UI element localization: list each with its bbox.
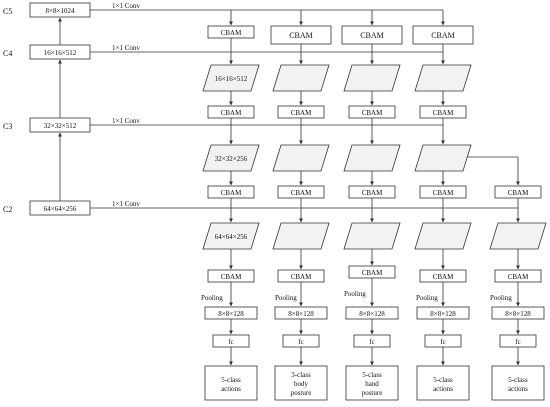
b4-cbam-2-label: CBAM — [433, 109, 454, 117]
b4-output-line-2: actions — [433, 385, 453, 393]
b1-output-line-2: actions — [221, 385, 241, 393]
b5-output-line-1: 5-class — [508, 376, 528, 384]
b1-cbam-1-label: CBAM — [221, 29, 242, 37]
backbone-shape-c2: 64×64×256 — [44, 205, 77, 213]
b1-feature-32-label: 32×32×256 — [215, 155, 248, 163]
b3-cbam-3-label: CBAM — [362, 189, 383, 197]
b2-fc-label: fc — [298, 338, 303, 346]
b1-output-box — [204, 365, 258, 401]
backbone-shape-c5: 8×8×1024 — [46, 7, 75, 15]
b1-cbam-4-label: CBAM — [221, 273, 242, 281]
b2-feature-2 — [272, 144, 330, 172]
conv-label-c3: 1×1 Conv — [112, 117, 140, 125]
b4-pooling-label: Pooling — [416, 294, 438, 302]
b2-pooling-label: Pooling — [275, 294, 297, 302]
b1-pooled-label: 8×8×128 — [218, 310, 244, 318]
b1-fc-label: fc — [228, 338, 233, 346]
b3-feature-1 — [343, 64, 401, 92]
b5-fc-label: fc — [515, 338, 520, 346]
b1-cbam-3-label: CBAM — [221, 189, 242, 197]
b1-pooling-label: Pooling — [201, 294, 223, 302]
b1-feature-32 — [202, 144, 260, 172]
b2-output-line-1: 3-class — [291, 371, 311, 379]
b4-fc-label: fc — [440, 338, 445, 346]
conv-label-c2: 1×1 Conv — [112, 200, 140, 208]
b3-pooled-label: 8×8×128 — [359, 310, 385, 318]
b4-feature-3 — [414, 222, 472, 250]
b3-output-line-3: posture — [362, 389, 383, 397]
b4-output-line-1: 5-class — [433, 376, 453, 384]
b2-output-line-2: body — [294, 380, 309, 388]
b4-pooled-label: 8×8×128 — [430, 310, 456, 318]
b1-feature-16 — [202, 64, 260, 92]
b3-feature-2 — [343, 144, 401, 172]
b2-cbam-1-label: CBAM — [289, 31, 313, 40]
b5-output-line-2: actions — [508, 385, 528, 393]
b5-cbam-2-label: CBAM — [508, 273, 529, 281]
b5-pooled-label: 8×8×128 — [505, 310, 531, 318]
b3-output-line-1: 5-class — [362, 371, 382, 379]
b3-fc-label: fc — [369, 338, 374, 346]
b3-output-line-2: hand — [365, 380, 379, 388]
b2-cbam-3-label: CBAM — [291, 189, 312, 197]
level-label-c4: C4 — [3, 49, 12, 58]
b2-feature-3 — [272, 222, 330, 250]
b5-cbam-1-label: CBAM — [508, 189, 529, 197]
b2-pooled-label: 8×8×128 — [288, 310, 314, 318]
conv-label-c4: 1×1 Conv — [112, 44, 140, 52]
b4-cbam-1-label: CBAM — [431, 31, 455, 40]
b4-feature-2 — [414, 144, 472, 172]
b1-output-line-1: 5-class — [221, 376, 241, 384]
b3-feature-3 — [343, 222, 401, 250]
level-label-c3: C3 — [3, 122, 12, 131]
b1-feature-16-label: 16×16×512 — [215, 75, 248, 83]
b4-output-box — [416, 365, 470, 401]
b2-output-line-3: posture — [291, 389, 312, 397]
b1-cbam-2-label: CBAM — [221, 109, 242, 117]
b2-output-box — [274, 365, 328, 401]
b2-cbam-4-label: CBAM — [291, 273, 312, 281]
b5-pooling-label: Pooling — [490, 294, 512, 302]
b3-cbam-4-label: CBAM — [362, 269, 383, 277]
b4-feature-1 — [414, 64, 472, 92]
b5-feature-1 — [489, 222, 547, 250]
b4-cbam-3-label: CBAM — [433, 189, 454, 197]
b3-pooling-label: Pooling — [344, 290, 366, 298]
b5-output-box — [491, 365, 545, 401]
b3-cbam-1-label: CBAM — [360, 31, 384, 40]
b2-feature-1 — [272, 64, 330, 92]
b4-cbam-4-label: CBAM — [433, 273, 454, 281]
b3-output-box — [345, 365, 399, 401]
b2-cbam-2-label: CBAM — [291, 109, 312, 117]
b1-feature-64 — [202, 222, 260, 250]
b3-cbam-2-label: CBAM — [362, 109, 383, 117]
backbone-shape-c4: 16×16×512 — [44, 49, 77, 57]
b1-feature-64-label: 64×64×256 — [215, 233, 248, 241]
level-label-c5: C5 — [3, 7, 12, 16]
level-label-c2: C2 — [3, 205, 12, 214]
backbone-shape-c3: 32×32×512 — [44, 122, 77, 130]
conv-label-c5: 1×1 Conv — [112, 2, 140, 10]
